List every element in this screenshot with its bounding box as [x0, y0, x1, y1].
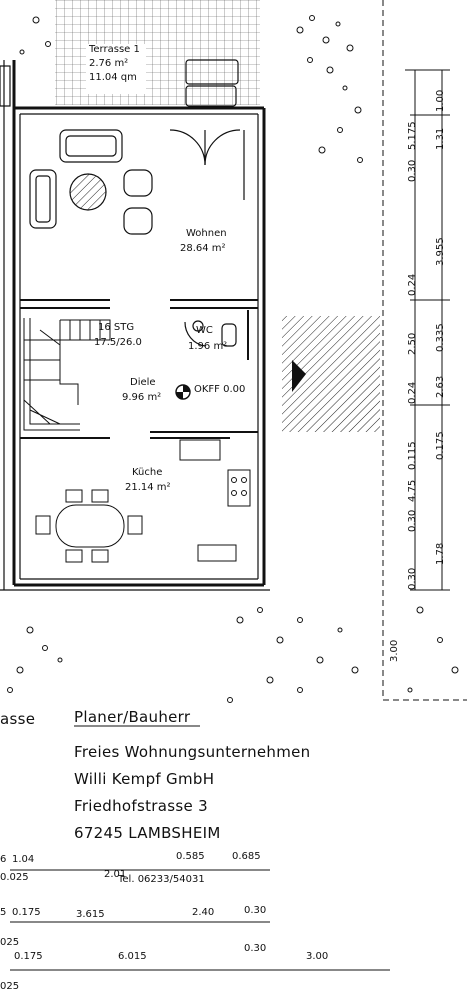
dim-bottom-4: 025 — [0, 981, 20, 992]
terrace-area-m2: 2.76 m² — [89, 58, 129, 69]
dim-bottom-2-0: 5 — [0, 907, 7, 918]
kueche-area: 21.14 m² — [125, 482, 171, 493]
dim-right-6: 0.175 — [435, 431, 446, 460]
terrace-label-box — [86, 44, 146, 94]
wc-area: 1.96 m² — [188, 341, 228, 352]
terrace-area-qm: 11.04 qm — [89, 72, 137, 83]
terrace-name: Terrasse 1 — [89, 44, 140, 55]
dim-inner-7: 4.75 — [407, 479, 418, 502]
dim-inner-2: 5.175 — [407, 121, 418, 150]
title-heading: Planer/Bauherr — [74, 708, 191, 726]
staircase — [23, 318, 111, 431]
property-lines — [382, 0, 467, 701]
diele-name: Diele — [130, 377, 156, 388]
dim-bottom-3-0: 025 — [0, 937, 20, 948]
owner-line-2: Willi Kempf GmbH — [74, 770, 215, 788]
wall-thickness-lines — [0, 60, 270, 591]
owner-line-3: Friedhofstrasse 3 — [74, 797, 208, 815]
dim-bottom-3-3: 0.30 — [244, 943, 267, 954]
dim-right-3: 3.955 — [435, 237, 446, 266]
exterior-walls — [12, 60, 266, 587]
kueche-name: Küche — [132, 467, 163, 478]
dim-right-8: 3.00 — [389, 639, 400, 662]
living-furniture — [29, 129, 245, 235]
level-marker-symbol — [175, 384, 191, 400]
stairs-count: 16 STG — [98, 322, 135, 333]
kitchen-fixtures — [35, 439, 251, 563]
dim-bottom-1-4: 2.01 — [104, 869, 127, 880]
dim-bottom-2-1: 0.175 — [12, 907, 41, 918]
dimension-lines — [10, 69, 450, 971]
dim-bottom-1-5: 0.025 — [0, 872, 29, 883]
diele-area: 9.96 m² — [122, 392, 162, 403]
dim-inner-9: 0.30 — [407, 567, 418, 590]
terrace-paving — [55, 0, 260, 105]
dim-bottom-3-2: 6.015 — [118, 951, 147, 962]
interior-walls — [20, 299, 258, 439]
entrance-arrow — [292, 360, 306, 392]
dim-inner-3: 0.24 — [407, 273, 418, 296]
wc-name: WC — [196, 325, 213, 336]
dim-bottom-1-0: 6 — [0, 854, 7, 865]
dim-right-5: 2.63 — [435, 375, 446, 398]
dim-inner-4: 2.50 — [407, 332, 418, 355]
dim-inner-6: 0.115 — [407, 441, 418, 470]
dim-bottom-3-4: 3.00 — [306, 951, 329, 962]
dim-bottom-1-2: 0.585 — [176, 851, 205, 862]
wc-fixtures — [184, 320, 237, 347]
street-fragment: asse — [0, 710, 36, 728]
dim-bottom-1-3: 0.685 — [232, 851, 261, 862]
owner-line-4: 67245 LAMBSHEIM — [74, 824, 221, 842]
dim-bottom-3-1: 0.175 — [14, 951, 43, 962]
dim-right-2: 1.31 — [435, 127, 446, 150]
stairs-ratio: 17.5/26.0 — [94, 337, 142, 348]
phone-number: Tel. 06233/54031 — [118, 874, 205, 885]
dim-bottom-1-1: 1.04 — [12, 854, 35, 865]
wohnen-name: Wohnen — [186, 228, 227, 239]
dim-inner-1: 0.30 — [407, 159, 418, 182]
dim-right-4: 0.335 — [435, 323, 446, 352]
dim-bottom-2-4: 0.30 — [244, 905, 267, 916]
dim-inner-8: 0.30 — [407, 509, 418, 532]
terrace-planters — [0, 59, 239, 107]
dim-inner-5: 0.24 — [407, 381, 418, 404]
level-marker-label: OKFF 0.00 — [194, 384, 246, 395]
dim-bottom-2-3: 2.40 — [192, 907, 215, 918]
dim-bottom-2-2: 3.615 — [76, 909, 105, 920]
wohnen-area: 28.64 m² — [180, 243, 226, 254]
shrub-clusters — [7, 15, 459, 703]
owner-line-1: Freies Wohnungsunternehmen — [74, 743, 311, 761]
dim-right-7: 1.78 — [435, 542, 446, 565]
dim-right-1: 1.00 — [435, 89, 446, 112]
